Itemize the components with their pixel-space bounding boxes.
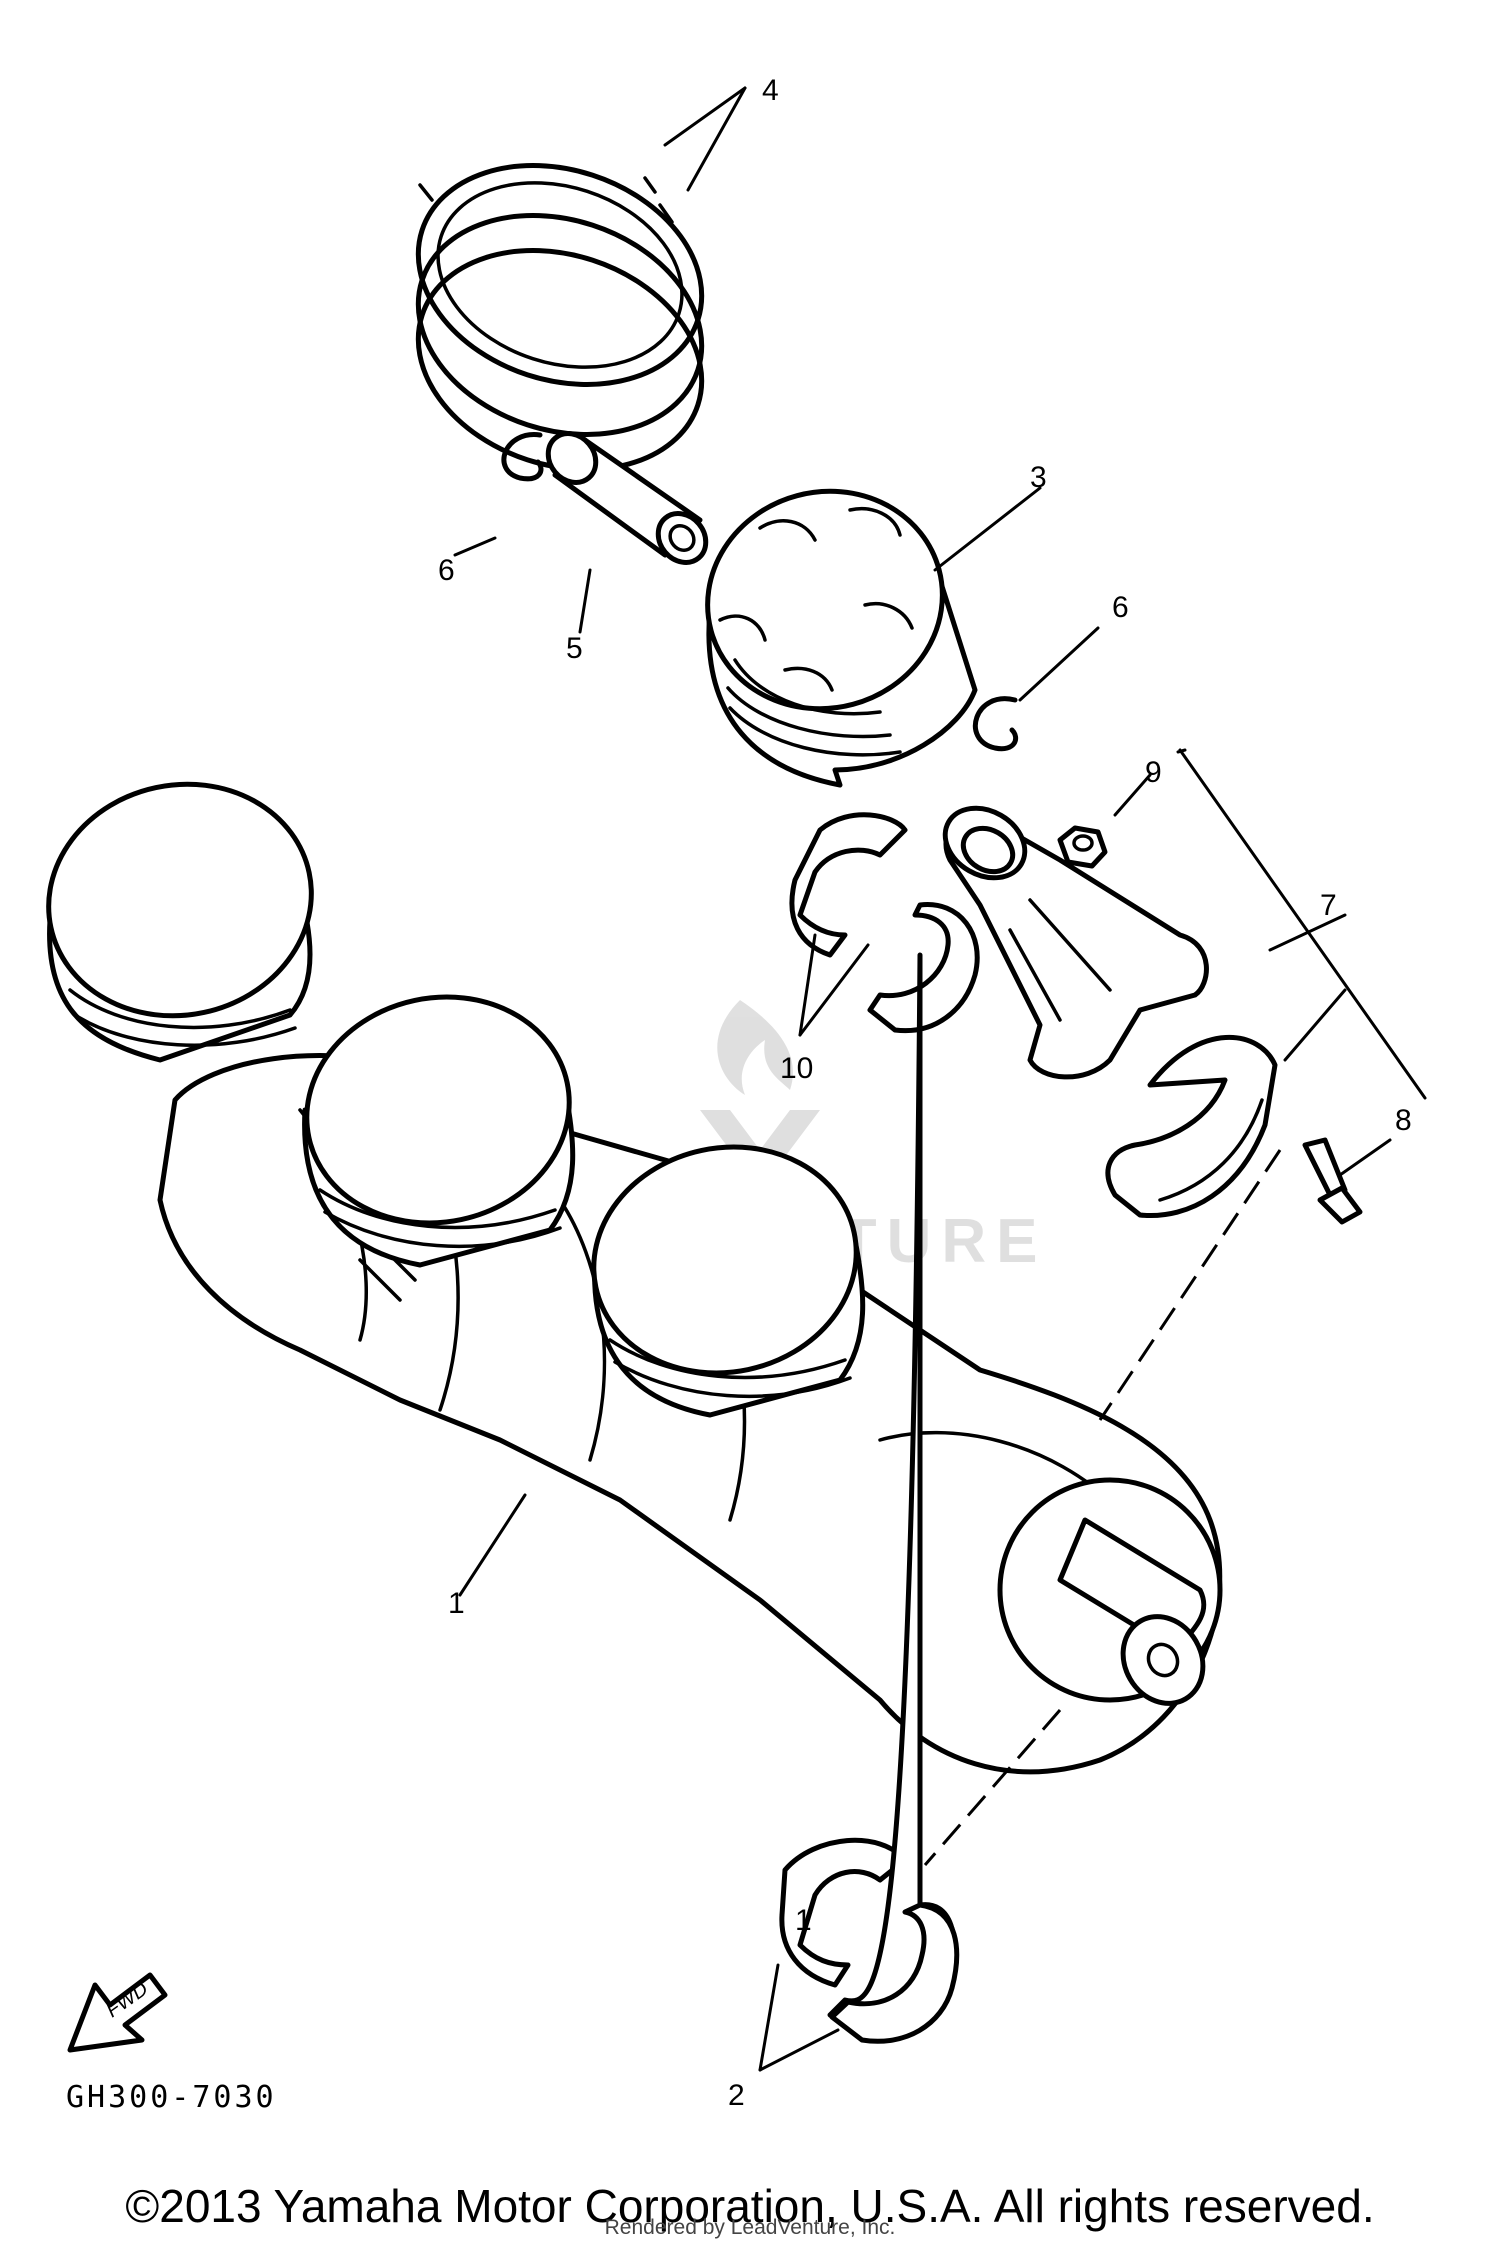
circlip-right bbox=[972, 696, 1019, 752]
main-bearing-lower bbox=[827, 952, 960, 2044]
callout-8: 8 bbox=[1395, 1104, 1412, 1137]
bearing-mark: 1 bbox=[795, 1904, 812, 1937]
callout-9: 9 bbox=[1145, 756, 1162, 789]
piston bbox=[705, 488, 978, 788]
rendered-by-note: Rendered by LeadVenture, Inc. bbox=[604, 2216, 896, 2239]
rod-bearing-upper bbox=[789, 812, 908, 958]
callout-4: 4 bbox=[762, 74, 779, 107]
assembled-piston-2 bbox=[302, 994, 576, 1268]
callout-6-right: 6 bbox=[1112, 591, 1129, 624]
piston-pin bbox=[545, 431, 709, 565]
rod-cap-bolt bbox=[1302, 1137, 1363, 1225]
rod-bearing-lower bbox=[867, 902, 980, 1034]
callout-numbers: 4 3 6 5 6 9 7 8 10 1 2 bbox=[438, 74, 1412, 2112]
callout-7: 7 bbox=[1320, 889, 1337, 922]
callout-10: 10 bbox=[780, 1052, 813, 1085]
main-bearing-upper: 1 bbox=[779, 1837, 908, 1988]
leader-lines bbox=[453, 86, 1427, 2072]
piston-rings bbox=[415, 163, 705, 472]
connecting-rod bbox=[942, 805, 1209, 1080]
callout-2: 2 bbox=[728, 2079, 745, 2112]
fwd-arrow-icon: FWD bbox=[67, 1972, 168, 2053]
callout-1: 1 bbox=[448, 1587, 465, 1620]
callout-5: 5 bbox=[566, 632, 583, 665]
callout-6-left: 6 bbox=[438, 554, 455, 587]
assembled-piston-3 bbox=[591, 1144, 866, 1418]
assembled-piston-1 bbox=[46, 781, 314, 1063]
drawing-code: GH300-7030 bbox=[66, 2080, 277, 2115]
copyright-notice: ©2013 Yamaha Motor Corporation, U.S.A. A… bbox=[125, 2180, 1375, 2232]
callout-3: 3 bbox=[1030, 461, 1047, 494]
circlip-left bbox=[501, 432, 544, 482]
rod-nut bbox=[1057, 825, 1108, 869]
rod-cap bbox=[1105, 1035, 1278, 1219]
